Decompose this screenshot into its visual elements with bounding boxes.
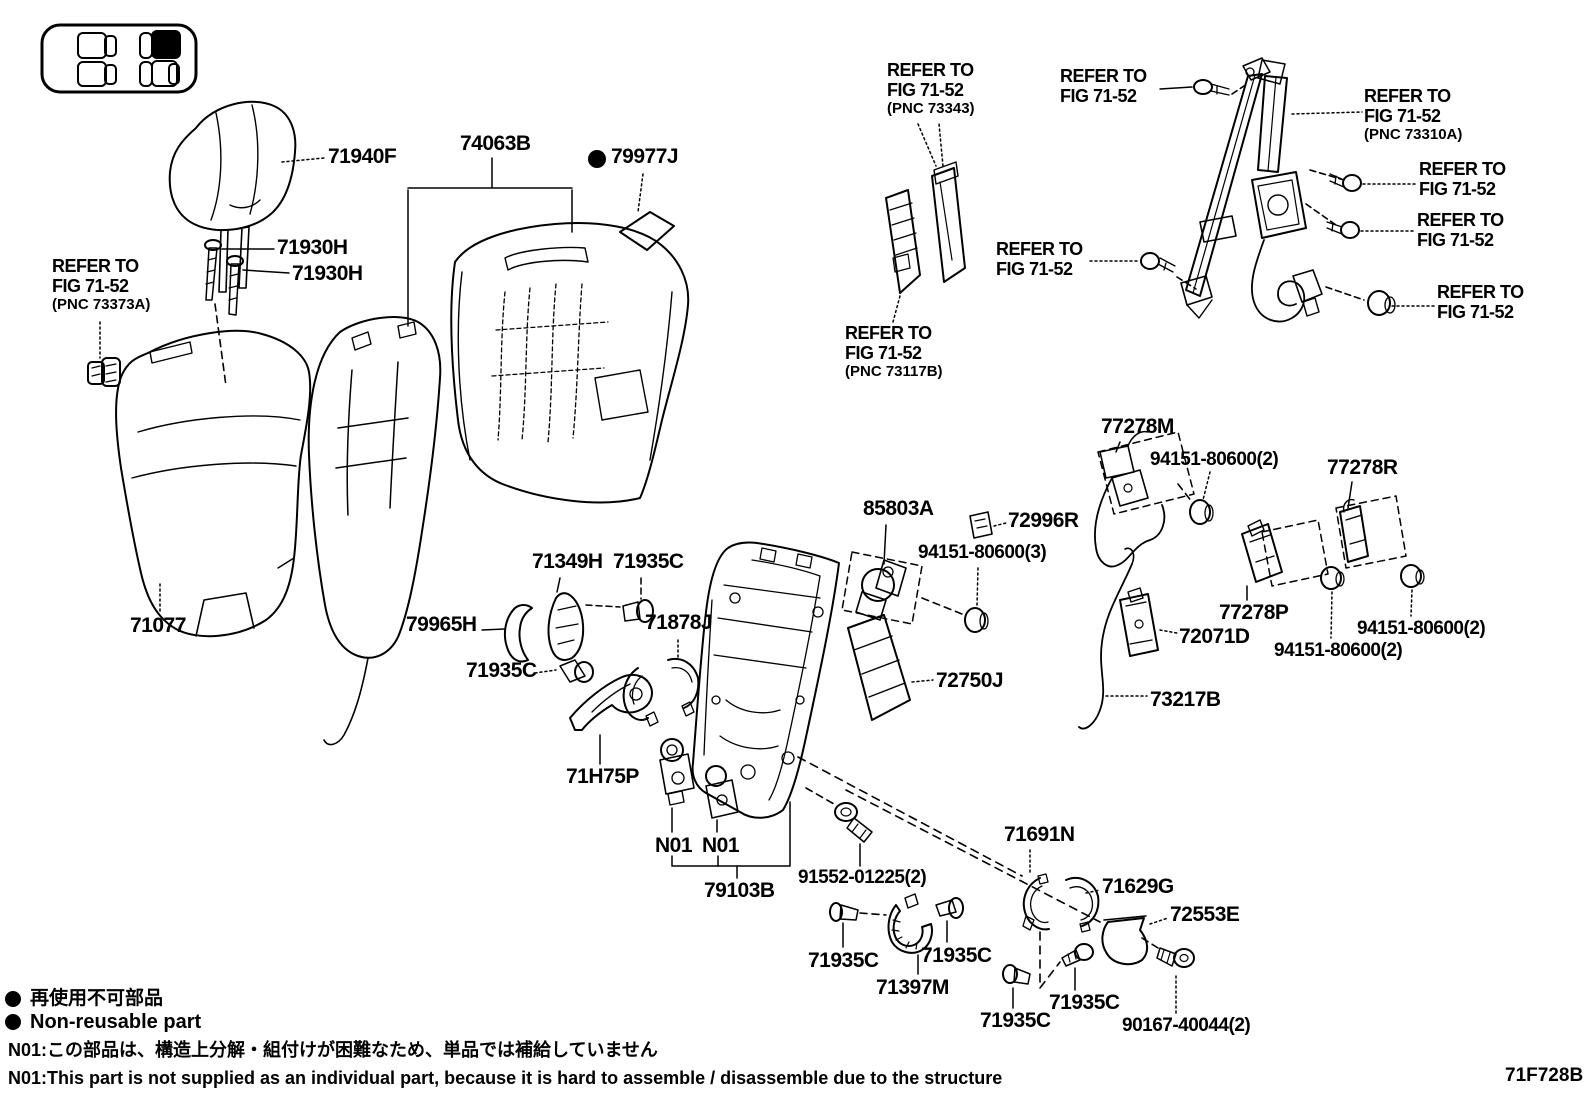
callout-N01: N01 xyxy=(655,834,693,857)
callout-71878J[interactable]: 71878J xyxy=(645,611,713,634)
callout-72996R[interactable]: 72996R xyxy=(1008,509,1079,532)
refer-text: REFER TO FIG 71-52 xyxy=(845,323,932,363)
seatback-assembly-art xyxy=(407,157,690,504)
callout-72750J[interactable]: 72750J xyxy=(936,669,1004,692)
callout-77278R[interactable]: 77278R xyxy=(1327,456,1398,479)
pouch-art xyxy=(1101,915,1195,1015)
refer-note: REFER TO FIG 71-52 xyxy=(1419,159,1506,200)
seatback-frame-art xyxy=(691,541,840,819)
callout-71691N[interactable]: 71691N xyxy=(1004,823,1075,846)
seat-belt-art xyxy=(917,57,1435,323)
callout-71629G[interactable]: 71629G xyxy=(1102,875,1174,898)
recliner-cover-clips-art xyxy=(1022,849,1101,989)
refer-pnc: (PNC 73117B) xyxy=(845,362,943,380)
lumbar-motor-art xyxy=(841,511,1007,633)
note-n01-jp: N01:この部品は、構造上分解・組付けが困難なため、単品では補給していません xyxy=(8,1040,658,1060)
callout-71935C[interactable]: 71935C xyxy=(808,949,879,972)
refer-text: REFER TO FIG 71-52 xyxy=(887,60,974,100)
refer-pnc: (PNC 73310A) xyxy=(1364,125,1463,143)
headrest-support-screws-art xyxy=(204,239,290,387)
refer-text: REFER TO FIG 71-52 xyxy=(1364,86,1451,126)
callout-79103B[interactable]: 79103B xyxy=(704,879,775,902)
headrest-art xyxy=(168,100,325,293)
hinge-cover-art xyxy=(829,893,1094,1009)
callout-71397M[interactable]: 71397M xyxy=(876,976,949,999)
callout-79977J[interactable]: 79977J xyxy=(611,145,679,168)
callout-85803A[interactable]: 85803A xyxy=(863,497,934,520)
callout-94151-80600-2[interactable]: 94151-80600(2) xyxy=(1274,640,1403,661)
callout-90167-40044[interactable]: 90167-40044(2) xyxy=(1122,1015,1251,1036)
refer-note-73343: REFER TO FIG 71-52 (PNC 73343) xyxy=(887,60,975,117)
callout-74063B[interactable]: 74063B xyxy=(460,132,531,155)
callout-94151-80600-2[interactable]: 94151-80600(2) xyxy=(1357,618,1486,639)
callout-77278M[interactable]: 77278M xyxy=(1101,415,1174,438)
callout-72553E[interactable]: 72553E xyxy=(1170,903,1240,926)
vehicle-seat-map-icon xyxy=(40,23,198,94)
callout-71935C[interactable]: 71935C xyxy=(1049,991,1120,1014)
refer-text: REFER TO FIG 71-52 xyxy=(1417,210,1504,250)
ecu-wire-art xyxy=(1078,547,1178,730)
bezel-wire-art xyxy=(1094,430,1214,568)
legend-non-reusable-jp: 再使用不可部品 xyxy=(30,988,164,1009)
callout-71935C[interactable]: 71935C xyxy=(466,659,537,682)
recliner-motors-art xyxy=(659,738,791,879)
figure-code: 71F728B xyxy=(1505,1065,1584,1086)
refer-text: REFER TO FIG 71-52 xyxy=(996,239,1083,279)
back-board-art xyxy=(847,614,934,721)
refer-pnc: (PNC 73373A) xyxy=(52,295,151,313)
callout-71935C[interactable]: 71935C xyxy=(980,1009,1051,1032)
tag-art xyxy=(588,150,675,251)
refer-pnc: (PNC 73343) xyxy=(887,99,975,117)
refer-note-73117B: REFER TO FIG 71-52 (PNC 73117B) xyxy=(845,323,943,380)
note-n01-en: N01:This part is not supplied as an indi… xyxy=(8,1068,1003,1088)
callout-71940F[interactable]: 71940F xyxy=(328,145,397,168)
callout-71930H[interactable]: 71930H xyxy=(292,262,363,285)
seatback-pad-art xyxy=(307,316,442,746)
callout-N01: N01 xyxy=(702,834,740,857)
refer-note: REFER TO FIG 71-52 xyxy=(996,239,1083,280)
callout-71930H[interactable]: 71930H xyxy=(277,236,348,259)
callout-77278P[interactable]: 77278P xyxy=(1219,601,1289,624)
clip-art xyxy=(87,321,121,387)
side-brackets-art xyxy=(1241,481,1425,639)
refer-note-73310A: REFER TO FIG 71-52 (PNC 73310A) xyxy=(1364,86,1463,143)
callout-91552-01225[interactable]: 91552-01225(2) xyxy=(798,867,927,888)
callout-94151-80600-3[interactable]: 94151-80600(3) xyxy=(918,542,1047,563)
refer-text: REFER TO FIG 71-52 xyxy=(52,256,139,296)
refer-note: REFER TO FIG 71-52 xyxy=(1437,282,1524,323)
refer-note-73373A: REFER TO FIG 71-52 (PNC 73373A) xyxy=(52,256,151,313)
callout-71077[interactable]: 71077 xyxy=(130,614,186,637)
refer-text: REFER TO FIG 71-52 xyxy=(1060,66,1147,106)
callout-79965H[interactable]: 79965H xyxy=(406,613,477,636)
legend-non-reusable-en: Non-reusable part xyxy=(30,1011,202,1033)
callout-71935C[interactable]: 71935C xyxy=(921,944,992,967)
refer-text: REFER TO FIG 71-52 xyxy=(1437,282,1524,322)
callout-71H75P[interactable]: 71H75P xyxy=(566,765,639,788)
frame-bolt-art xyxy=(797,756,1101,923)
seatback-cover-art xyxy=(115,329,312,638)
callout-71349H[interactable]: 71349H xyxy=(532,550,603,573)
refer-note: REFER TO FIG 71-52 xyxy=(1417,210,1504,251)
refer-note: REFER TO FIG 71-52 xyxy=(1060,66,1147,107)
refer-text: REFER TO FIG 71-52 xyxy=(1419,159,1506,199)
callout-72071D[interactable]: 72071D xyxy=(1179,625,1250,648)
callout-73217B[interactable]: 73217B xyxy=(1150,688,1221,711)
pillar-garnish-art xyxy=(885,123,966,323)
callout-94151-80600-2[interactable]: 94151-80600(2) xyxy=(1150,449,1279,470)
callout-71935C[interactable]: 71935C xyxy=(613,550,684,573)
legend-bullets xyxy=(5,991,21,1030)
shield-parts-art xyxy=(481,577,700,765)
